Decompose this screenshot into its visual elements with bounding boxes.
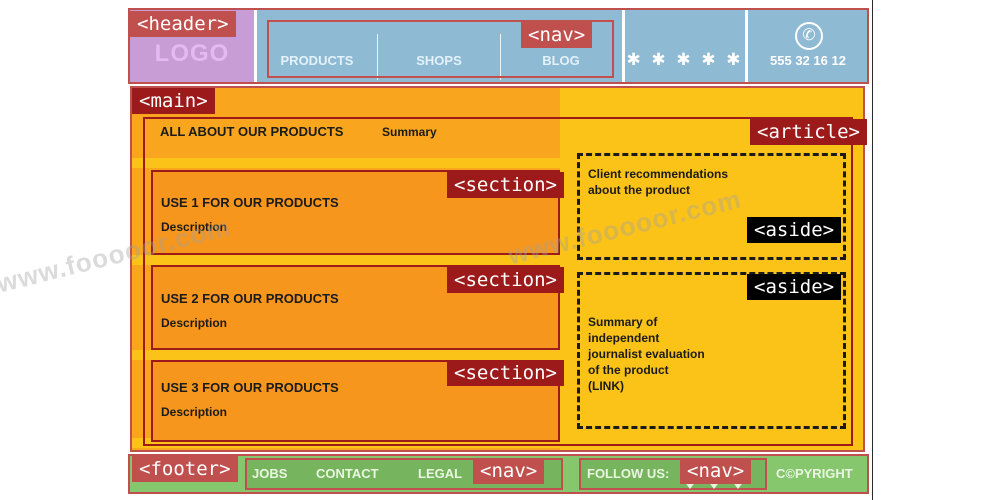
- main-tag: <main>: [132, 88, 215, 114]
- header-separator: [254, 10, 257, 82]
- footer-link-jobs[interactable]: JOBS: [252, 466, 288, 481]
- aside-box-2: [577, 272, 846, 429]
- header-separator: [622, 10, 625, 82]
- article-outline: [143, 117, 853, 446]
- aside-text-line: Summary of: [588, 315, 658, 329]
- footer-link-legal[interactable]: LEGAL: [418, 466, 463, 481]
- footer-tag: <footer>: [132, 456, 238, 482]
- stripe: [132, 350, 560, 360]
- nav-outline: [267, 20, 614, 78]
- article-tag: <article>: [750, 119, 867, 145]
- aside-text-1: Client recommendations about the product: [588, 166, 728, 198]
- stripe: [132, 255, 560, 265]
- follow-us-label: FOLLOW US:: [587, 466, 670, 481]
- aside-text-line: of the product: [588, 363, 669, 377]
- section-desc-2: Description: [161, 316, 228, 330]
- stripe: [132, 158, 560, 168]
- header-separator: [745, 10, 748, 82]
- article-summary: Summary: [382, 125, 437, 139]
- aside-text-line: journalist evaluation: [588, 347, 705, 361]
- nav-tag: <nav>: [521, 22, 593, 48]
- footer-nav-outline: [245, 458, 563, 490]
- section-tag-2: <section>: [447, 267, 564, 293]
- aside-text-2: Summary of independent journalist evalua…: [588, 314, 705, 394]
- page-edge-line: [872, 0, 873, 500]
- section-title-1: USE 1 FOR OUR PRODUCTS: [161, 195, 339, 210]
- section-tag-1: <section>: [447, 172, 564, 198]
- phone-number: 555 32 16 12: [770, 53, 846, 68]
- section-title-2: USE 2 FOR OUR PRODUCTS: [161, 291, 339, 306]
- nav-item-products[interactable]: PRODUCTS: [280, 53, 354, 68]
- aside-text-line: about the product: [588, 183, 690, 197]
- aside-link[interactable]: (LINK): [588, 379, 624, 393]
- footer-social-nav-tag: <nav>: [680, 458, 752, 484]
- section-title-3: USE 3 FOR OUR PRODUCTS: [161, 380, 339, 395]
- header-tag: <header>: [130, 11, 236, 37]
- aside-box-1: [577, 153, 846, 260]
- copyright: C©PYRIGHT: [776, 466, 853, 481]
- footer-social-outline: [579, 458, 767, 490]
- aside-tag-2: <aside>: [747, 274, 842, 300]
- aside-text-line: independent: [588, 331, 660, 345]
- nav-item-shops[interactable]: SHOPS: [416, 53, 462, 68]
- nav-item-blog[interactable]: BLOG: [542, 53, 580, 68]
- section-desc-1: Description: [161, 220, 228, 234]
- rating-stars: ✱ ✱ ✱ ✱ ✱: [626, 50, 744, 69]
- section-desc-3: Description: [161, 405, 228, 419]
- stripe: [132, 438, 560, 448]
- footer-link-contact[interactable]: CONTACT: [316, 466, 379, 481]
- aside-tag-1: <aside>: [747, 217, 842, 243]
- phone-icon: ✆: [795, 22, 823, 50]
- nav-divider: [500, 34, 501, 80]
- aside-text-line: Client recommendations: [588, 167, 729, 181]
- article-title: ALL ABOUT OUR PRODUCTS: [160, 124, 344, 139]
- section-tag-3: <section>: [447, 360, 564, 386]
- nav-divider: [377, 34, 378, 80]
- logo[interactable]: LOGO: [154, 40, 230, 67]
- footer-nav-tag: <nav>: [473, 458, 545, 484]
